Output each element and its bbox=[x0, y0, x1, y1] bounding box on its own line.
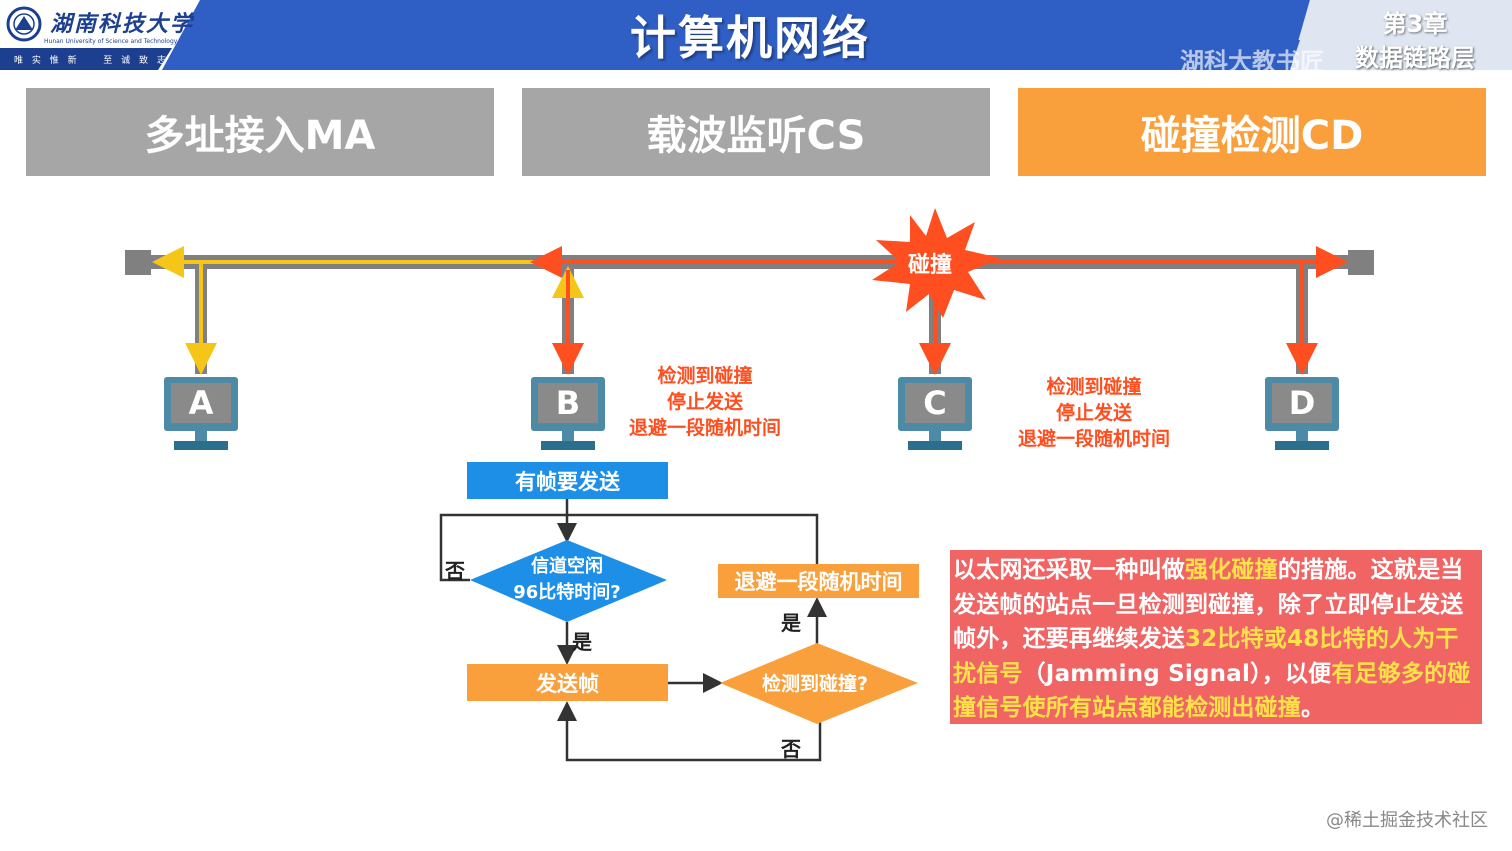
note-line: 退避一段随机时间 bbox=[628, 417, 781, 439]
university-name: 湖南科技大学 bbox=[50, 11, 195, 37]
station-label: A bbox=[171, 383, 231, 423]
info-text: 的措施。这就是当发送帧的站点一旦检测到碰撞，除了立即停止发送帧外，还要再继续发送 bbox=[953, 557, 1464, 652]
flow-yes-label-down: 是 bbox=[572, 630, 592, 654]
page-title: 计算机网络 bbox=[630, 11, 870, 65]
flow-no-label-bottom: 否 bbox=[781, 737, 801, 761]
header-bar: 湖南科技大学 Hunan University of Science and T… bbox=[0, 0, 1512, 76]
station-c-note: 检测到碰撞 停止发送 退避一段随机时间 bbox=[1004, 374, 1184, 452]
tab-carrier-sense[interactable]: 载波监听CS bbox=[522, 88, 990, 176]
note-line: 退避一段随机时间 bbox=[1017, 428, 1170, 450]
station-c: C bbox=[898, 377, 972, 453]
info-highlight: 强化碰撞 bbox=[1185, 557, 1278, 583]
info-highlight: 有足够多的碰撞信号使所有站点都能检测出碰撞 bbox=[953, 660, 1471, 722]
info-text: （Jamming Signal），以便 bbox=[1022, 660, 1332, 687]
collision-label: 碰撞 bbox=[908, 252, 952, 278]
station-label: C bbox=[905, 383, 965, 423]
info-highlight: 32比特或48比特的人为干扰信号 bbox=[953, 626, 1459, 687]
flow-start-box: 有帧要发送 bbox=[467, 462, 668, 499]
signal-yellow-path bbox=[152, 246, 584, 375]
flow-yes-label-backoff: 是 bbox=[781, 611, 801, 635]
info-text: 。 bbox=[1301, 695, 1325, 721]
university-logo-icon bbox=[6, 6, 42, 42]
flowchart-connectors bbox=[439, 499, 827, 762]
jamming-signal-note: 以太网还采取一种叫做强化碰撞的措施。这就是当发送帧的站点一旦检测到碰撞，除了立即… bbox=[950, 550, 1482, 724]
university-english-name: Hunan University of Science and Technolo… bbox=[44, 38, 178, 45]
channel-check-line2: 96比特时间? bbox=[513, 581, 621, 603]
csma-cd-flowchart: 信道空闲 96比特时间? 检测到碰撞? bbox=[439, 499, 918, 762]
chapter-number: 第3章 bbox=[1382, 10, 1448, 38]
tab-collision-detection[interactable]: 碰撞检测CD bbox=[1018, 88, 1486, 176]
watermark-text: 湖科大教书匠 bbox=[1180, 48, 1324, 76]
flow-send-box: 发送帧 bbox=[467, 664, 668, 701]
note-line: 检测到碰撞 bbox=[1046, 376, 1142, 398]
info-text: 以太网还采取一种叫做 bbox=[953, 557, 1185, 583]
note-line: 停止发送 bbox=[666, 391, 743, 413]
station-label: B bbox=[538, 383, 598, 423]
channel-idle-decision bbox=[470, 540, 667, 622]
channel-check-line1: 信道空闲 bbox=[531, 555, 603, 577]
collision-detected-decision bbox=[720, 643, 918, 724]
station-label: D bbox=[1272, 383, 1332, 423]
bus-network-diagram: 碰撞 bbox=[125, 208, 1374, 375]
source-watermark: @稀土掘金技术社区 bbox=[1326, 810, 1488, 831]
bus-cable bbox=[125, 250, 1374, 374]
station-b-note: 检测到碰撞 停止发送 退避一段随机时间 bbox=[615, 363, 795, 441]
tab-multiple-access[interactable]: 多址接入MA bbox=[26, 88, 494, 176]
station-d: D bbox=[1265, 377, 1339, 453]
flow-no-label-left: 否 bbox=[445, 559, 465, 583]
collision-check-label: 检测到碰撞? bbox=[762, 672, 868, 695]
station-b: B bbox=[531, 377, 605, 453]
header-banner bbox=[0, 0, 1512, 70]
station-a: A bbox=[164, 377, 238, 453]
chapter-subtitle: 数据链路层 bbox=[1355, 44, 1475, 72]
note-line: 检测到碰撞 bbox=[657, 365, 753, 387]
note-line: 停止发送 bbox=[1055, 402, 1132, 424]
flow-backoff-box: 退避一段随机时间 bbox=[718, 564, 919, 598]
university-motto: 唯 实 惟 新 至 诚 致 志 bbox=[14, 56, 169, 66]
collision-burst-icon bbox=[872, 208, 1000, 318]
